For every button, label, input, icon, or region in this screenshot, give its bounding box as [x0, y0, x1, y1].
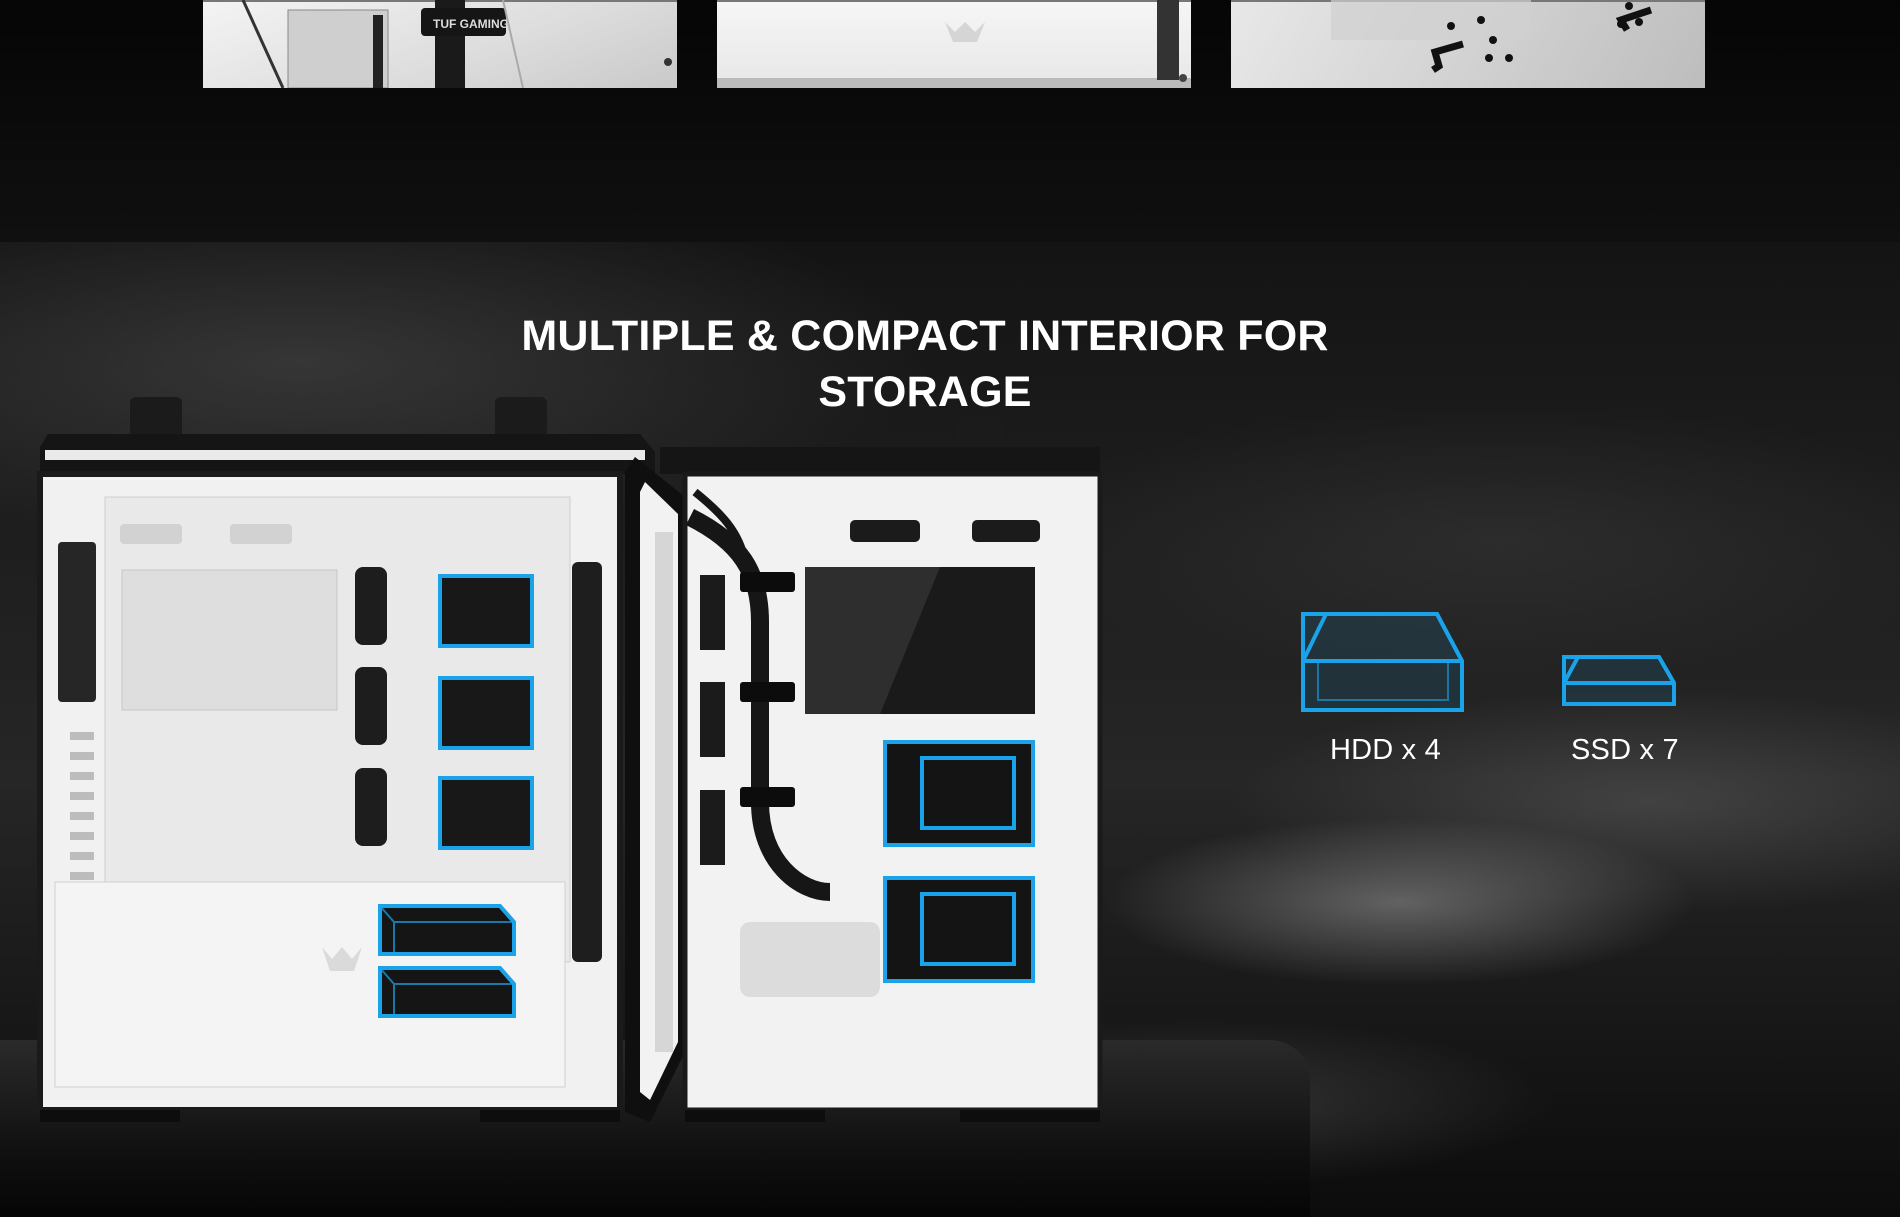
thumbnail-illustration — [1331, 0, 1653, 73]
top-gallery-strip: TUF GAMING — [0, 0, 1900, 242]
gallery-thumbnail-cable-management[interactable]: TUF GAMING — [203, 0, 677, 88]
storage-hero-section: MULTIPLE & COMPACT INTERIOR FOR STORAGE — [0, 242, 1900, 1217]
section-title: MULTIPLE & COMPACT INTERIOR FOR STORAGE — [521, 311, 1329, 416]
left-case-view — [37, 397, 655, 1122]
gallery-thumbnail-psu-shroud[interactable] — [717, 0, 1191, 88]
front-mesh-panel — [625, 457, 685, 1122]
hdd-count-label: HDD x 4 — [1330, 734, 1441, 766]
right-case-view — [660, 422, 1103, 1122]
gallery-thumbnail-mounting-holes[interactable] — [1231, 0, 1705, 88]
thumbnail-illustration — [717, 0, 1191, 88]
hdd-icon — [1301, 612, 1464, 712]
thumbnail-illustration: TUF GAMING — [241, 0, 672, 88]
thumbnail-strap-text: TUF GAMING — [433, 17, 509, 31]
ssd-icon — [1562, 655, 1676, 706]
ssd-count-label: SSD x 7 — [1571, 734, 1679, 766]
pc-case-illustration — [37, 397, 1676, 1122]
